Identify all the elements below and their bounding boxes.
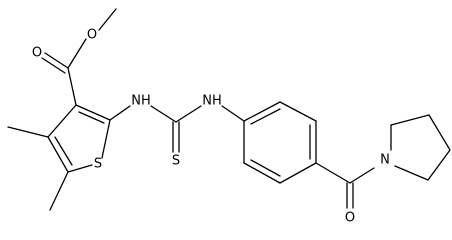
- bond-ester-o-carbonyl-c: [67, 38, 87, 69]
- bond-pyrrolidine-cd-n: [394, 165, 429, 181]
- bond-ring-c3-c2-inner: [78, 111, 105, 124]
- bond-nh-left-thiourea-c: [150, 105, 177, 123]
- bond-c2-nh-left: [109, 105, 131, 121]
- bond-carbonyl-c-ring: [67, 67, 77, 106]
- bond-ring-c4-c3: [47, 104, 77, 138]
- bond-lines: [7, 8, 451, 211]
- bond-carbonyl-double-1: [44, 52, 69, 69]
- atom-nh-right: NH: [202, 94, 222, 109]
- bond-ring-c3-c2: [75, 104, 111, 121]
- bond-carbonyl-double-2: [41, 57, 66, 74]
- bond-benzene-4-5: [279, 162, 317, 184]
- bond-amide-c-n: [349, 167, 375, 184]
- bond-thiourea-c-nh-right: [175, 105, 202, 123]
- molecule-structure-diagram: O O S NH NH S N O: [7, 8, 451, 226]
- bond-ring-s-c5: [67, 164, 93, 173]
- bond-c4-methyl: [7, 126, 49, 138]
- atom-thione-sulfur: S: [172, 154, 180, 169]
- bond-benzene-5-6-inner: [250, 159, 281, 177]
- bond-methyl-ester-o: [98, 8, 117, 31]
- bond-ring-c2-s: [101, 119, 111, 159]
- atom-labels: O O S NH NH S N O: [32, 28, 390, 226]
- bond-benzene-2-3: [279, 101, 317, 122]
- atom-nh-left: NH: [131, 94, 151, 109]
- atom-ester-oxygen: O: [87, 28, 97, 43]
- atom-amide-oxygen: O: [345, 211, 355, 226]
- atom-carbonyl-oxygen: O: [32, 46, 42, 61]
- atom-amide-nitrogen: N: [380, 153, 390, 168]
- atom-thiophene-sulfur: S: [94, 157, 102, 172]
- bond-pyrrolidine-cc-cd: [427, 149, 451, 181]
- bond-ring-c5-c4: [47, 136, 69, 173]
- bond-benzene-1-2-inner: [250, 108, 281, 125]
- bond-benzene-5-6: [243, 162, 281, 184]
- bond-pyrrolidine-cb-cc: [428, 114, 451, 151]
- bond-ring-c5-c4-inner: [54, 136, 73, 166]
- bond-c5-methyl: [49, 171, 69, 211]
- bond-nh-right-benzene: [221, 105, 245, 122]
- bond-benzene-amide-c: [315, 162, 351, 184]
- bond-benzene-1-2: [243, 101, 281, 122]
- bond-pyrrolidine-ca-cb: [390, 114, 430, 126]
